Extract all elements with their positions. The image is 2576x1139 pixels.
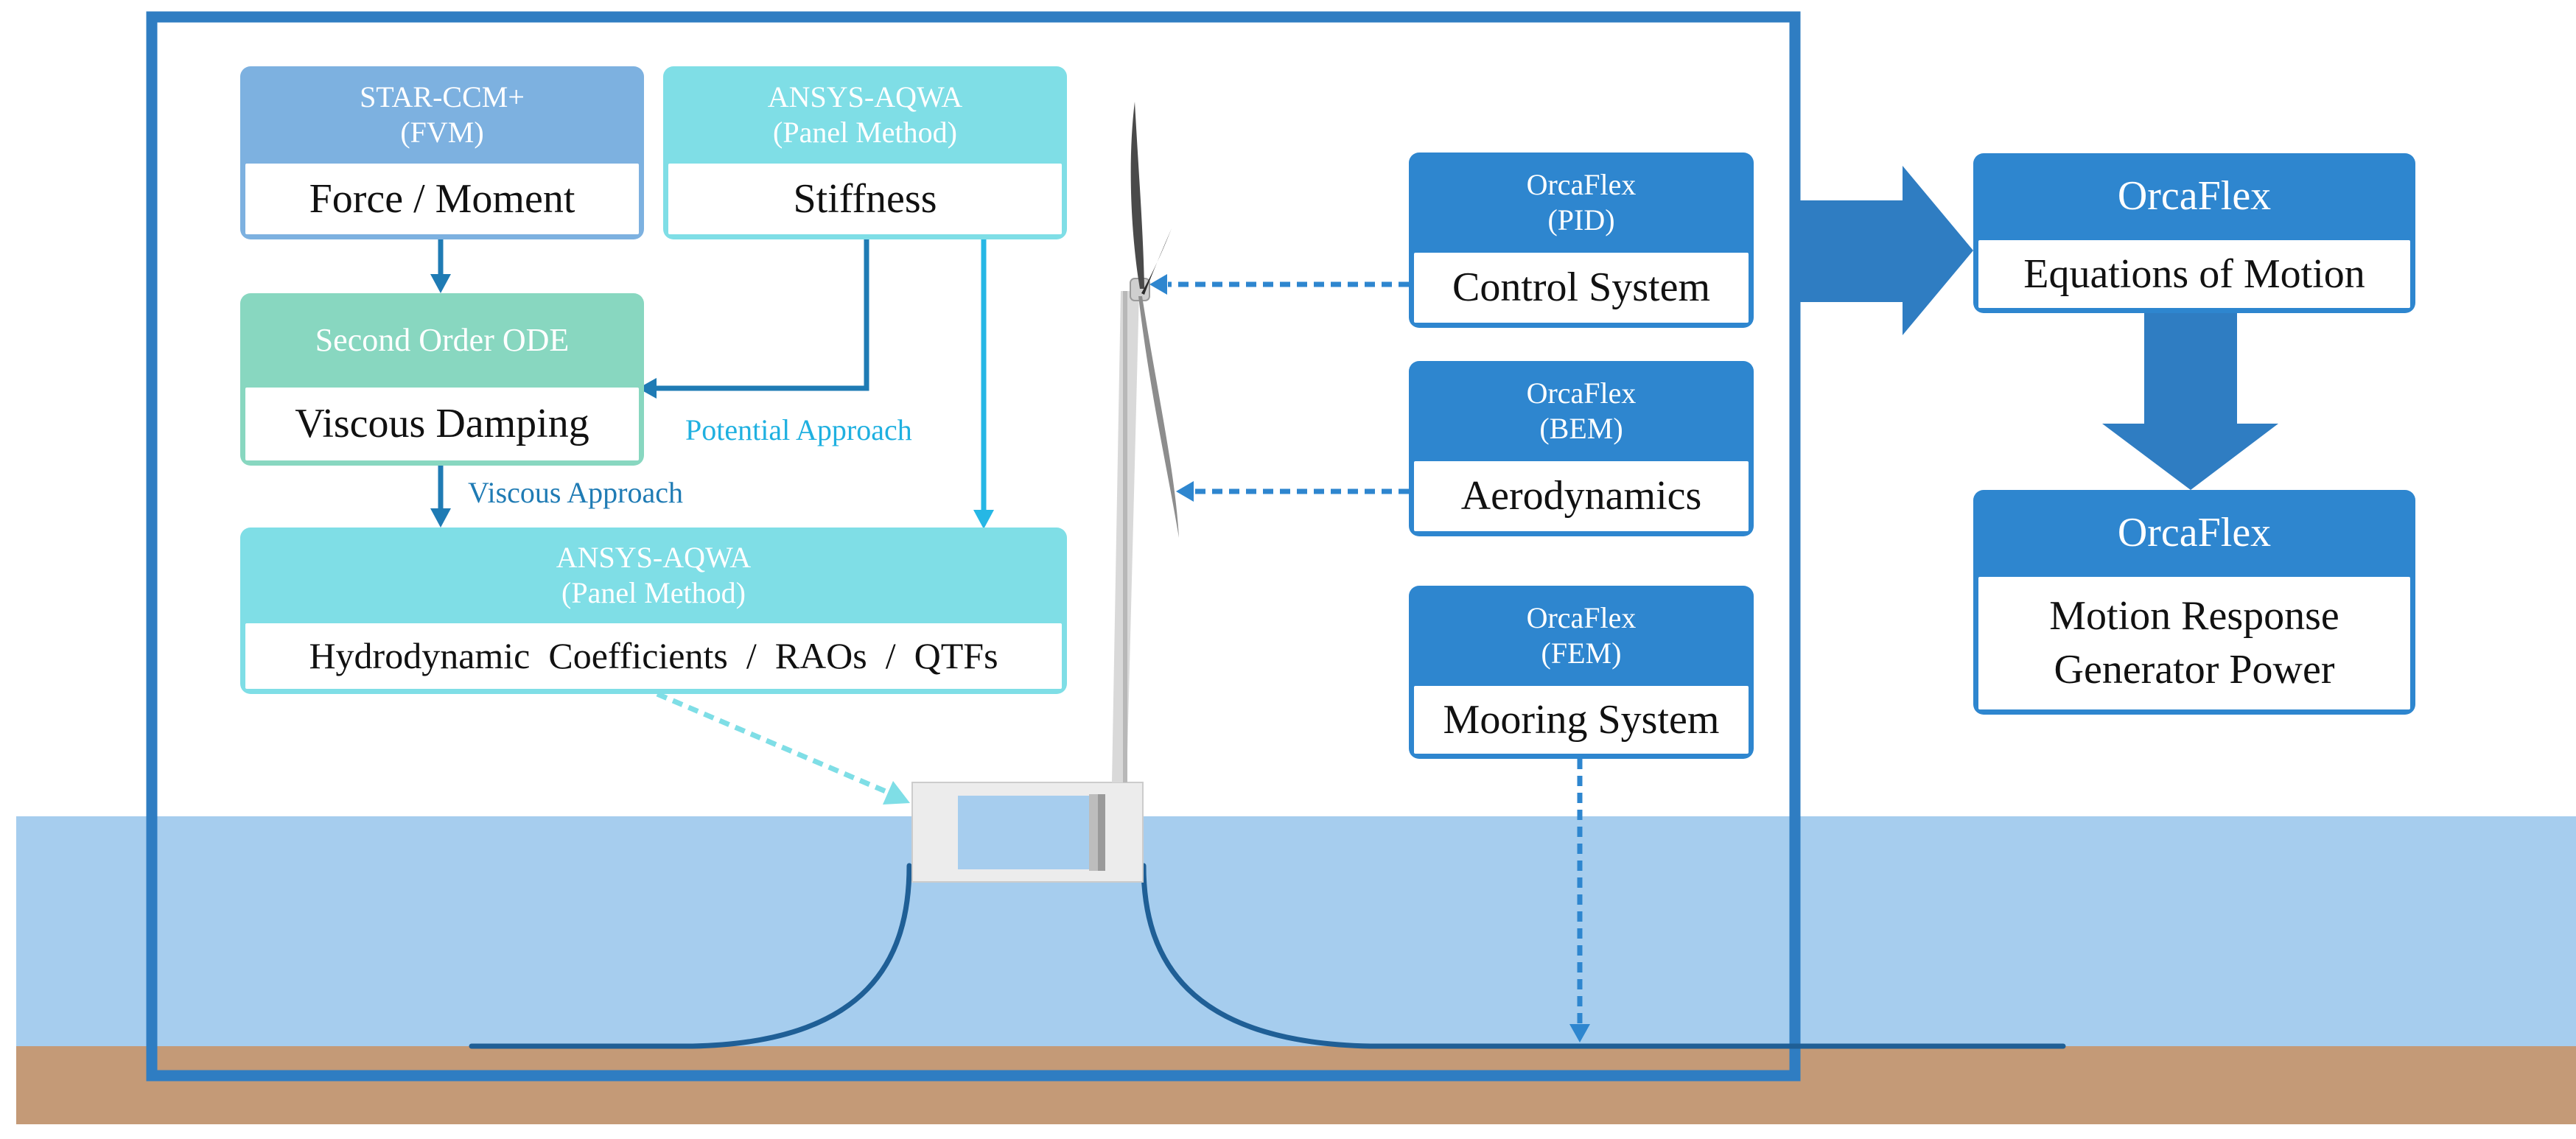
ocean-water [16, 816, 2576, 1046]
dotted-arrows [656, 281, 1583, 1026]
aerodynamics-label: Aerodynamics [1460, 473, 1702, 519]
force-moment-label: Force / Moment [309, 175, 575, 222]
arrowhead-ode-to-hydro [430, 508, 451, 528]
turbine-blade-lower [1138, 296, 1179, 538]
seabed [16, 1046, 2576, 1124]
orcaflex-fem-title: OrcaFlex [1526, 601, 1637, 634]
aqwa-hydro-title: ANSYS-AQWA [556, 541, 752, 574]
orcaflex-fem-method: (FEM) [1541, 637, 1622, 670]
orcaflex-bem-title: OrcaFlex [1526, 376, 1637, 410]
dotted-hydro-to-platform [656, 691, 889, 795]
potential-approach-label: Potential Approach [685, 413, 912, 446]
stiffness-label: Stiffness [793, 175, 937, 222]
integration-frame [146, 11, 1801, 1082]
aqwa-method: (Panel Method) [773, 116, 957, 149]
block-arrow-eom-to-response [2102, 313, 2278, 490]
turbine-blade-upper [1130, 102, 1144, 289]
motion-response-label: Motion Response [2049, 593, 2339, 639]
orcaflex-pid-title: OrcaFlex [1526, 168, 1637, 201]
arrowhead-force-to-ode [430, 274, 451, 293]
viscous-damping-label: Viscous Damping [295, 401, 589, 447]
floating-platform [911, 782, 1144, 883]
orcaflex-eom-title: OrcaFlex [2117, 173, 2272, 220]
block-arrow-to-eom [1795, 166, 1973, 335]
orcaflex-bem-method: (BEM) [1539, 412, 1623, 445]
orcaflex-eom-box: OrcaFlex Equations of Motion [1973, 153, 2415, 313]
orcaflex-response-title: OrcaFlex [2117, 510, 2272, 556]
orcaflex-response-box: OrcaFlex Motion Response Generator Power [1973, 490, 2415, 715]
mooring-system-label: Mooring System [1443, 696, 1720, 743]
orcaflex-fem-box: OrcaFlex (FEM) Mooring System [1409, 586, 1754, 759]
aqwa-hydro-method: (Panel Method) [561, 576, 746, 609]
viscous-approach-label: Viscous Approach [468, 476, 683, 509]
ode-title: Second Order ODE [315, 321, 570, 358]
second-order-ode-box: Second Order ODE Viscous Damping [240, 293, 644, 466]
solid-arrows-dark [438, 239, 869, 513]
wind-turbine [1112, 102, 1179, 782]
aqwa-hydro-box: ANSYS-AQWA (Panel Method) Hydrodynamic C… [240, 528, 1067, 694]
star-ccm-title: STAR-CCM+ [360, 80, 525, 113]
star-ccm-method: (FVM) [400, 116, 484, 149]
orcaflex-pid-box: OrcaFlex (PID) Control System [1409, 153, 1754, 328]
control-system-label: Control System [1452, 264, 1711, 311]
equations-of-motion-label: Equations of Motion [2023, 250, 2365, 297]
star-ccm-box: STAR-CCM+ (FVM) Force / Moment [240, 66, 644, 239]
aqwa-stiffness-box: ANSYS-AQWA (Panel Method) Stiffness [663, 66, 1067, 239]
orcaflex-pid-method: (PID) [1547, 203, 1615, 236]
generator-power-label: Generator Power [2054, 647, 2335, 693]
arrowhead-stiffness-to-ode [638, 378, 657, 399]
aqwa-title: ANSYS-AQWA [767, 80, 963, 113]
mooring-lines [469, 863, 2066, 1049]
hydro-coefficients-label: Hydrodynamic Coefficients / RAOs / QTFs [309, 635, 998, 676]
orcaflex-bem-box: OrcaFlex (BEM) Aerodynamics [1409, 361, 1754, 536]
